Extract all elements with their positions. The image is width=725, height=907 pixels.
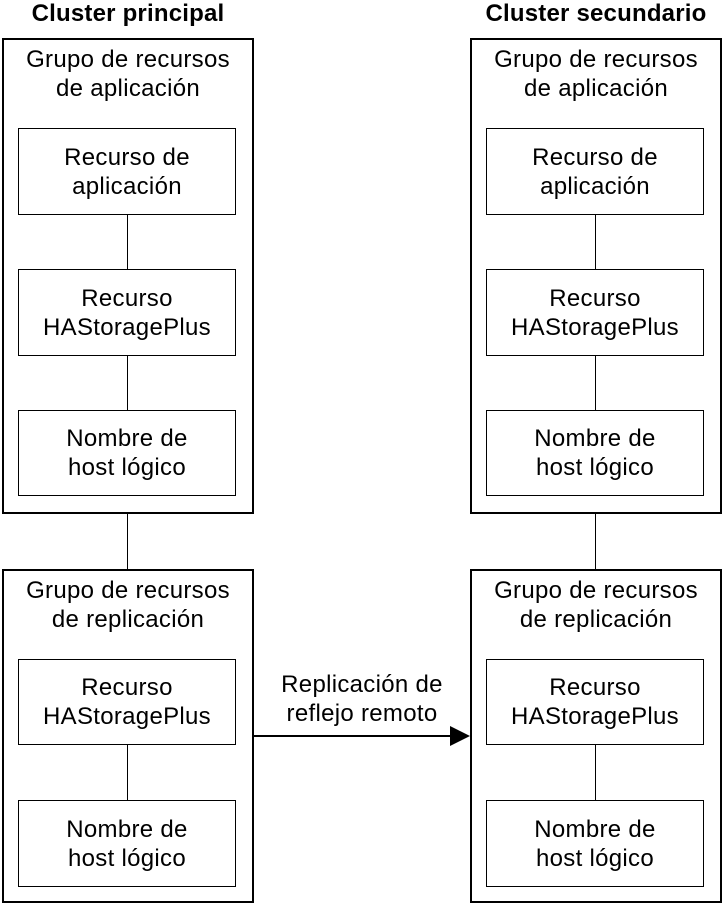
primary-replication-resource-group-box: Grupo de recursos de replicación Recurso… (2, 569, 254, 903)
group-label: Grupo de recursos de replicación (494, 577, 698, 633)
secondary-rep-hastorageplus-resource-box: Recurso HAStoragePlus (486, 659, 704, 745)
connector-line (126, 215, 128, 269)
connector-line (594, 356, 596, 410)
connector-line (594, 215, 596, 269)
primary-app-logical-hostname-box: Nombre de host lógico (18, 410, 236, 496)
primary-application-resource-box: Recurso de aplicación (18, 128, 236, 215)
arrowhead-icon (450, 726, 470, 746)
secondary-groups-connector-line (595, 514, 596, 569)
primary-rep-hastorageplus-resource-box: Recurso HAStoragePlus (18, 659, 236, 745)
secondary-cluster-title: Cluster secundario (485, 0, 707, 27)
primary-app-hastorageplus-resource-box: Recurso HAStoragePlus (18, 269, 236, 356)
secondary-replication-resource-group-box: Grupo de recursos de replicación Recurso… (470, 569, 722, 903)
replication-arrow-label: Replicación de reflejo remoto (281, 671, 443, 727)
group-label: Grupo de recursos de replicación (26, 577, 230, 633)
primary-application-resource-group-box: Grupo de recursos de aplicación Recurso … (2, 38, 254, 514)
secondary-rep-logical-hostname-box: Nombre de host lógico (486, 800, 704, 887)
primary-rep-logical-hostname-box: Nombre de host lógico (18, 800, 236, 887)
secondary-application-resource-box: Recurso de aplicación (486, 128, 704, 215)
group-label: Grupo de recursos de aplicación (26, 46, 230, 102)
connector-line (126, 745, 128, 800)
replication-arrow-line (254, 735, 452, 737)
primary-cluster-title: Cluster principal (31, 0, 225, 27)
primary-groups-connector-line (127, 514, 128, 569)
connector-line (126, 356, 128, 410)
group-label: Grupo de recursos de aplicación (494, 46, 698, 102)
secondary-app-hastorageplus-resource-box: Recurso HAStoragePlus (486, 269, 704, 356)
secondary-application-resource-group-box: Grupo de recursos de aplicación Recurso … (470, 38, 722, 514)
connector-line (594, 745, 596, 800)
secondary-app-logical-hostname-box: Nombre de host lógico (486, 410, 704, 496)
